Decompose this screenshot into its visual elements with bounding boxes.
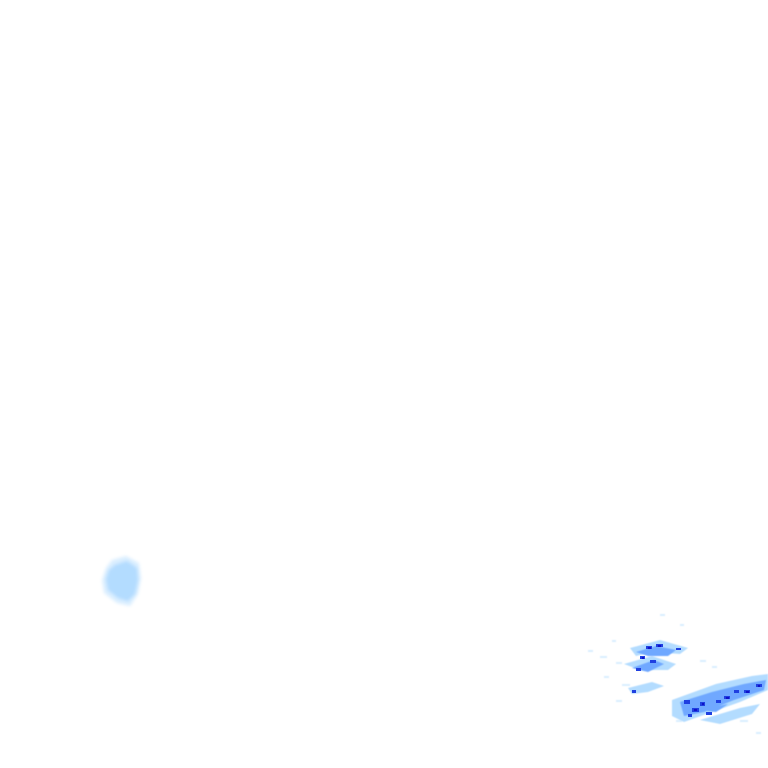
radar-echo-cell-west <box>102 556 141 606</box>
radar-echo-band-southeast <box>588 614 768 734</box>
